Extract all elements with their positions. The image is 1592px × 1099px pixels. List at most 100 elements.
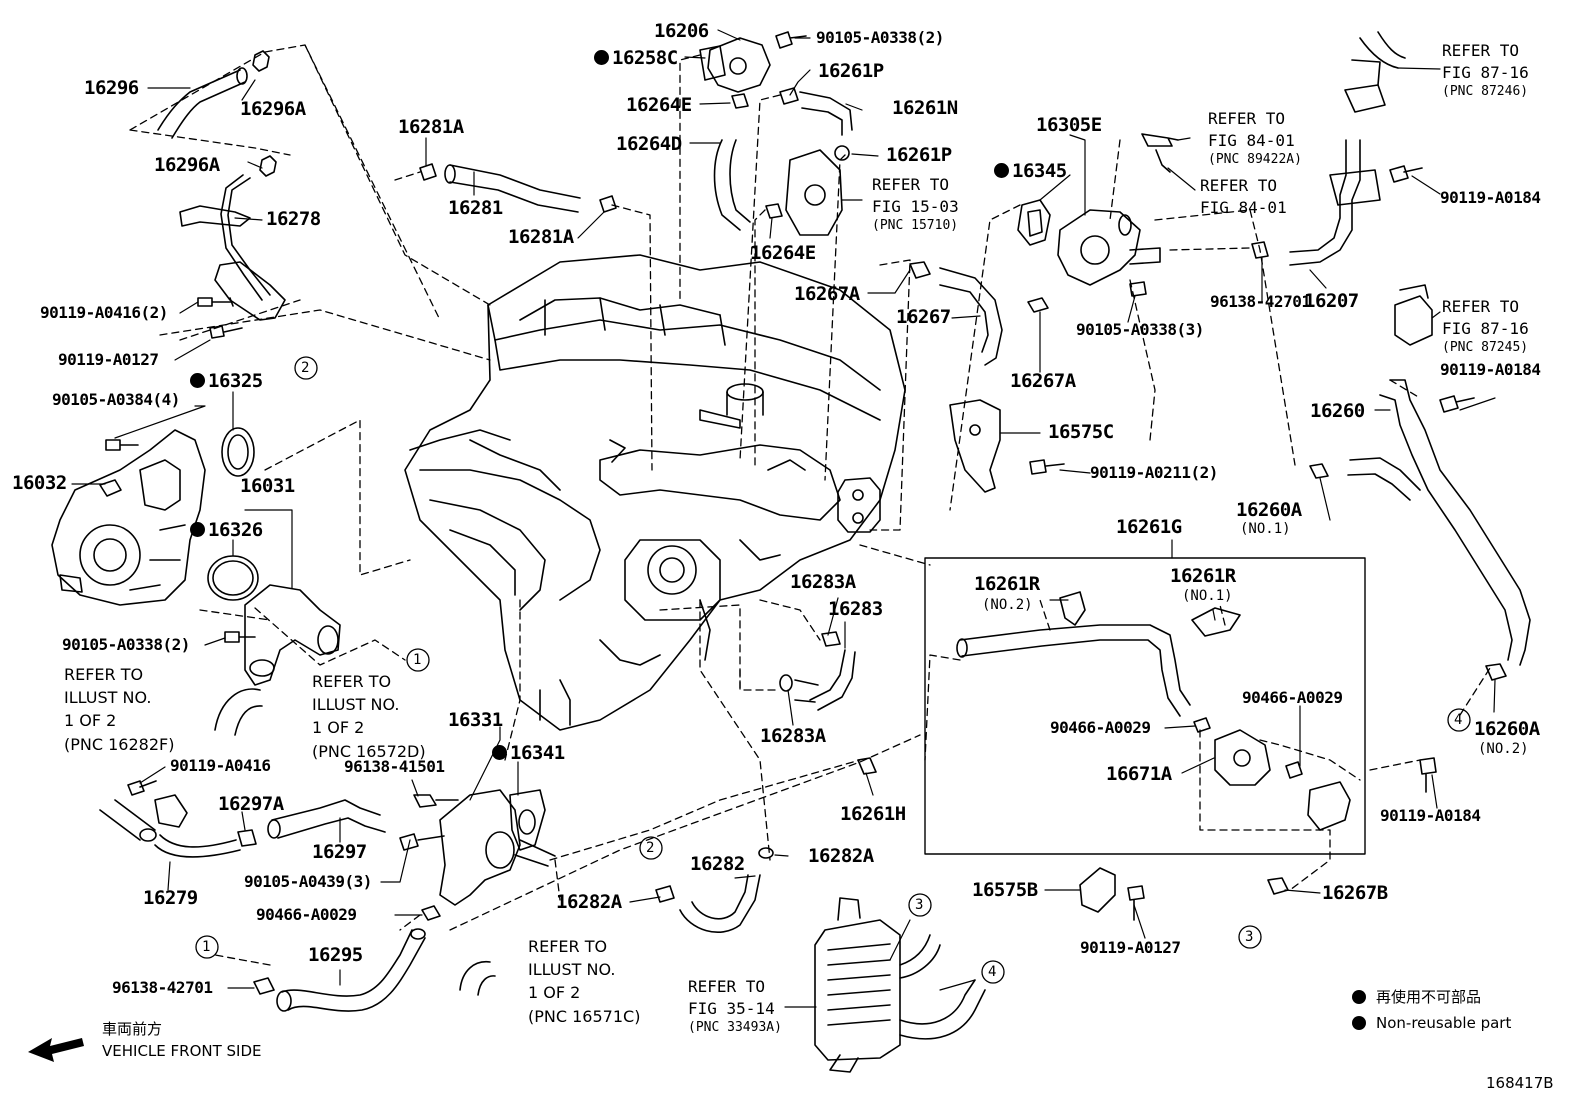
hose-16260	[1379, 379, 1531, 666]
callout-3: 3	[1245, 929, 1254, 945]
part-label: 16278	[266, 208, 321, 230]
part-label: 16283	[828, 598, 883, 620]
non-reusable-dot-icon	[1352, 990, 1366, 1004]
part-label: 16297A	[218, 793, 284, 815]
part-label: 96138-42701	[1210, 292, 1311, 311]
hose-16207	[1289, 139, 1361, 266]
part-label: 16264E	[626, 94, 692, 116]
part-label: 16267A	[794, 283, 860, 305]
part-label: 16297	[312, 841, 367, 863]
part-label: 16331	[448, 709, 503, 731]
part-label: 16261G	[1116, 516, 1182, 538]
part-label: 16267	[896, 306, 951, 328]
part-label: 16261N	[892, 97, 958, 119]
hose-16295	[281, 929, 426, 1012]
non-reusable-dot-icon	[492, 745, 507, 760]
part-label: 16326	[190, 521, 263, 540]
hose-assembly-box-16261G	[924, 557, 1366, 855]
part-label: 16325	[190, 372, 263, 391]
non-reusable-dot-icon	[994, 163, 1009, 178]
part-label: 16575C	[1048, 421, 1114, 443]
part-label: 16281A	[398, 116, 464, 138]
water-inlet-16305E	[1057, 209, 1161, 286]
part-label: 16296	[84, 77, 139, 99]
part-label: 90119-A0184	[1440, 188, 1541, 207]
part-label: 16267A	[1010, 370, 1076, 392]
hose-16261G	[959, 624, 1191, 717]
part-label: 16261R	[1170, 565, 1236, 587]
non-reusable-dot-icon	[190, 522, 205, 537]
hose-16297	[271, 799, 386, 839]
part-label: 16207	[1304, 290, 1359, 312]
part-label: 16296A	[240, 98, 306, 120]
callout-circles	[195, 356, 1471, 984]
callout-2: 2	[646, 840, 655, 856]
part-label: 16341	[492, 744, 565, 763]
part-label: 16206	[654, 20, 709, 42]
part-label: 16282A	[556, 891, 622, 913]
callout-4: 4	[988, 964, 997, 980]
callout-2: 2	[301, 360, 310, 376]
part-label: 90105-A0338(2)	[816, 28, 944, 47]
part-label: 16258C	[594, 49, 678, 68]
part-label: 90105-A0338(3)	[1076, 320, 1204, 339]
legend-jp: 再使用不可部品	[1352, 984, 1511, 1010]
non-reusable-dot-icon	[594, 50, 609, 65]
part-label: 16283A	[790, 571, 856, 593]
part-label: 90119-A0127	[1080, 938, 1181, 957]
part-label: 90119-A0184	[1380, 806, 1481, 825]
part-label: 16260A	[1236, 499, 1302, 521]
part-label: 90119-A0211(2)	[1090, 463, 1218, 482]
legend: 再使用不可部品 Non-reusable part	[1352, 984, 1511, 1036]
part-sublabel: (NO.2)	[1478, 741, 1529, 757]
part-label: 16345	[994, 162, 1067, 181]
hose-16282	[679, 874, 761, 934]
part-label: 90119-A0416(2)	[40, 303, 168, 322]
part-label: 90119-A0127	[58, 350, 159, 369]
part-label: 16282	[690, 853, 745, 875]
hose-16267	[939, 267, 1003, 366]
legend-en: Non-reusable part	[1352, 1010, 1511, 1036]
callout-4: 4	[1454, 712, 1463, 728]
part-label: 96138-42701	[112, 978, 213, 997]
part-label: 16281	[448, 197, 503, 219]
part-label: 96138-41501	[344, 757, 445, 776]
part-label: 16261P	[818, 60, 884, 82]
part-label: 90105-A0439(3)	[244, 872, 372, 891]
part-label: 16261H	[840, 803, 906, 825]
part-label: 16282A	[808, 845, 874, 867]
part-label: 90466-A0029	[1050, 718, 1151, 737]
water-pump-16032	[51, 429, 206, 606]
part-label: 16671A	[1106, 763, 1172, 785]
part-label: 16031	[240, 475, 295, 497]
pipe-16279	[154, 834, 241, 858]
part-label: 90119-A0184	[1440, 360, 1541, 379]
hose-16283	[809, 649, 856, 711]
part-label: 16260	[1310, 400, 1365, 422]
callout-1: 1	[202, 939, 211, 955]
part-label: 16032	[12, 472, 67, 494]
part-label: 16264D	[616, 133, 682, 155]
figure-id: 168417B	[1486, 1074, 1554, 1092]
part-label: 16279	[143, 887, 198, 909]
hose-16296	[157, 69, 246, 139]
part-label: 16296A	[154, 154, 220, 176]
part-label: 16267B	[1322, 882, 1388, 904]
non-reusable-dot-icon	[1352, 1016, 1366, 1030]
part-label: 16264E	[750, 242, 816, 264]
part-label: 90466-A0029	[256, 905, 357, 924]
oil-cooler	[814, 897, 986, 1073]
part-label: 16295	[308, 944, 363, 966]
non-reusable-dot-icon	[190, 373, 205, 388]
front-arrow-icon	[28, 1038, 84, 1062]
